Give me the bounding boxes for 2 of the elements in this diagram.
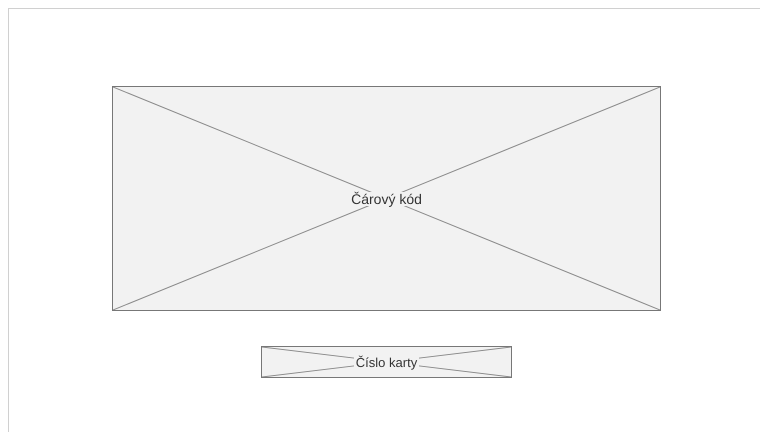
placeholder-field: Čárový kód (112, 86, 661, 311)
placeholder-field: Číslo karty (261, 346, 512, 378)
